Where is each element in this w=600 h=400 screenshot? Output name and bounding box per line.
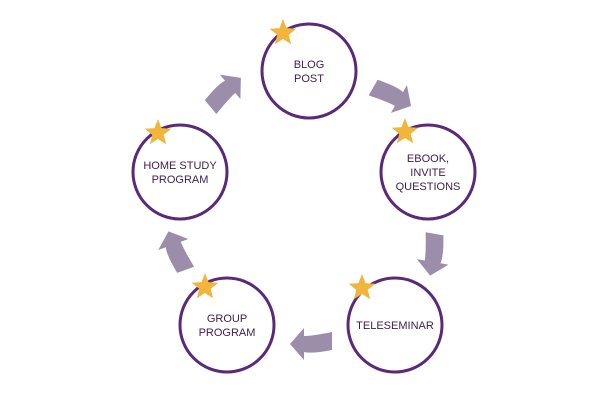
node-ebook-invite-questions: EBOOK, INVITE QUESTIONS [379, 118, 477, 221]
node-circle [178, 276, 276, 374]
curved-arrow-icon [158, 231, 195, 273]
star-icon [391, 118, 419, 144]
node-teleseminar: TELESEMINAR [346, 274, 444, 374]
node-label: TELESEMINAR [356, 320, 434, 332]
node-label: GROUP [207, 313, 247, 325]
star-icon [191, 273, 219, 299]
node-label: BLOG [294, 59, 325, 71]
node-circle [260, 22, 358, 120]
node-label: EBOOK, [407, 153, 449, 165]
curved-arrow-icon [368, 79, 412, 113]
star-icon [348, 274, 376, 300]
node-circle [346, 276, 444, 374]
node-circle [379, 123, 477, 221]
node-label: HOME STUDY [143, 160, 217, 172]
node-label: PROGRAM [152, 174, 209, 186]
curved-arrow-icon [204, 74, 241, 115]
star-icon [144, 119, 172, 145]
node-label: POST [294, 73, 324, 85]
curved-arrow-icon [290, 328, 332, 360]
node-label: PROGRAM [199, 327, 256, 339]
node-label: INVITE [410, 167, 445, 179]
node-group-program: GROUP PROGRAM [178, 273, 276, 374]
node-home-study-program: HOME STUDY PROGRAM [131, 119, 229, 221]
curved-arrow-icon [416, 232, 449, 276]
node-circle [131, 123, 229, 221]
node-label: QUESTIONS [396, 181, 461, 193]
node-blog-post: BLOG POST [260, 19, 358, 120]
star-icon [269, 19, 297, 45]
